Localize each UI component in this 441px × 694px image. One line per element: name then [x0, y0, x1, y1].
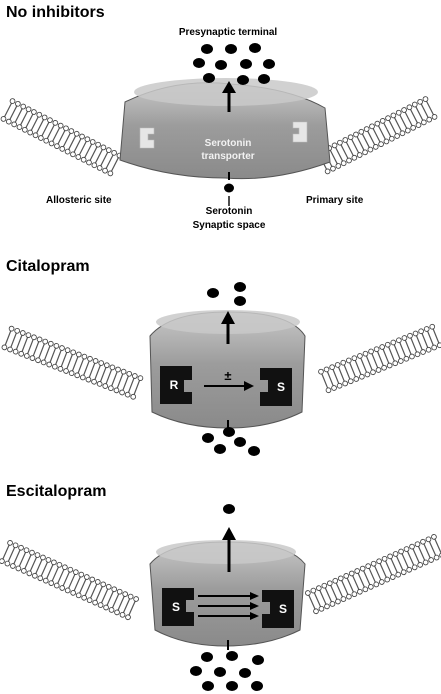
- serotonin-molecules-bottom: [190, 640, 264, 691]
- citalopram-modulation-mark: ±: [224, 368, 231, 383]
- synaptic-space-label: Synaptic space: [193, 220, 266, 231]
- escitalopram-right-site-letter: S: [279, 602, 287, 616]
- panel-title-escitalopram: Escitalopram: [6, 483, 106, 501]
- panel-title-no-inhibitors: No inhibitors: [6, 4, 105, 22]
- serotonin-molecules-top: [207, 282, 246, 306]
- panel-escitalopram: [0, 504, 441, 691]
- membrane-left: [0, 98, 122, 177]
- transporter-label-line1: Serotonin: [205, 138, 252, 149]
- membrane-left: [1, 326, 143, 400]
- site-interaction-arrows: [198, 592, 259, 620]
- serotonin-molecules-top: [223, 504, 235, 514]
- presynaptic-terminal-label: Presynaptic terminal: [179, 27, 277, 38]
- citalopram-left-site-letter: R: [170, 378, 179, 392]
- transporter-label-line2: transporter: [201, 151, 254, 162]
- panel-no-inhibitors: [0, 43, 438, 206]
- serotonin-transporter: [120, 78, 330, 179]
- membrane-right: [318, 324, 441, 394]
- citalopram-right-site-letter: S: [277, 380, 285, 394]
- membrane-right: [315, 96, 437, 175]
- serotonin-label: Serotonin: [206, 206, 253, 217]
- membrane-right: [305, 534, 441, 615]
- membrane-left: [0, 540, 139, 621]
- panel-citalopram: [1, 282, 441, 456]
- primary-site-label: Primary site: [306, 195, 363, 206]
- panel-title-citalopram: Citalopram: [6, 258, 90, 276]
- escitalopram-left-site-letter: S: [172, 600, 180, 614]
- allosteric-site-label: Allosteric site: [46, 195, 112, 206]
